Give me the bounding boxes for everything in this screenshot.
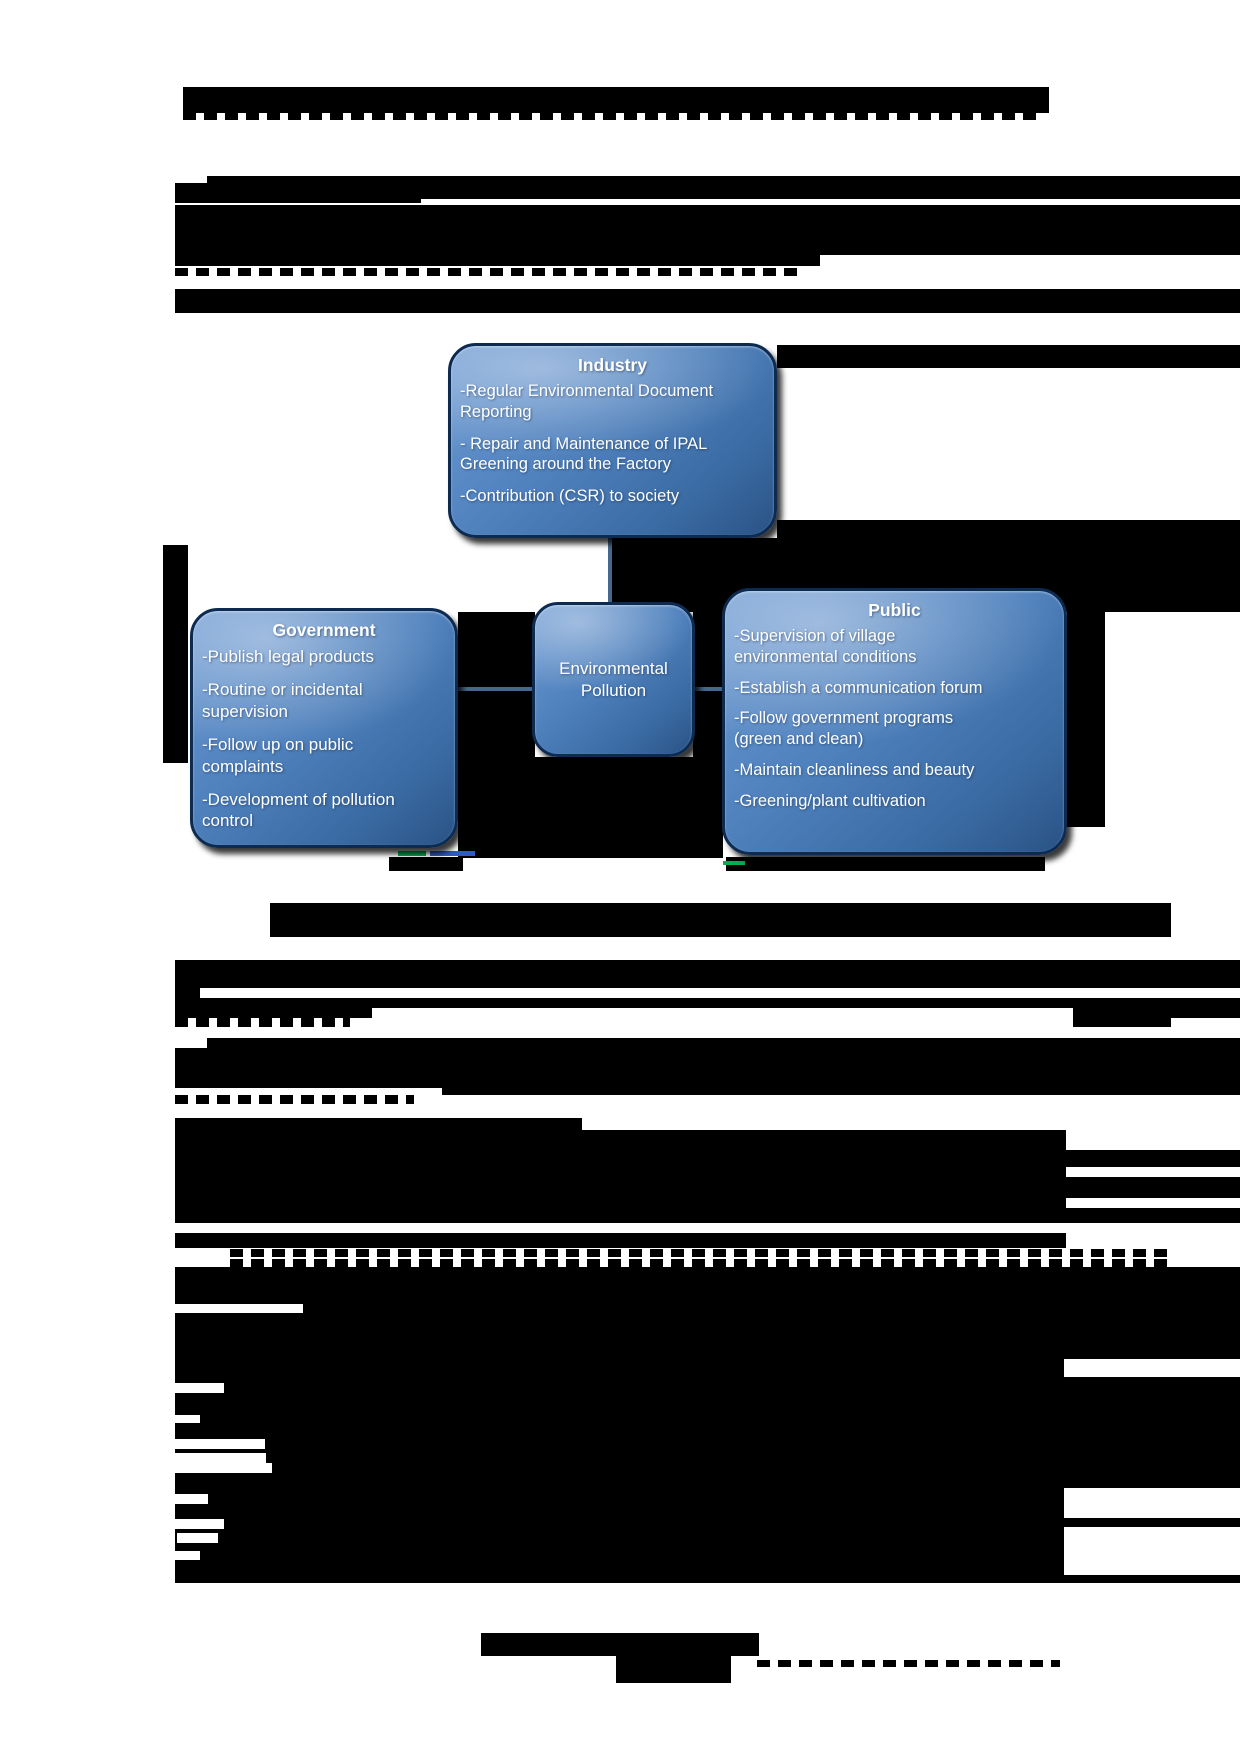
box-title: Public	[868, 600, 921, 620]
redaction-bar	[175, 1130, 1066, 1223]
center-box-line1: Environmental	[559, 659, 668, 679]
box-item-list: -Publish legal products -Routine or incid…	[202, 646, 446, 832]
redaction-bar	[175, 1453, 266, 1463]
box-item-list: -Regular Environmental Document Reportin…	[460, 381, 765, 507]
redaction-bar	[175, 1463, 272, 1473]
redaction-bar	[175, 1095, 414, 1104]
redaction-bar	[175, 1439, 265, 1449]
redaction-bar	[1064, 1359, 1240, 1377]
redaction-bar	[1064, 1527, 1240, 1575]
figure-box-public: Public -Supervision of village environme…	[722, 588, 1067, 855]
redaction-bar	[1066, 1177, 1240, 1198]
redaction-bar	[175, 255, 820, 266]
artifact-green-dash	[398, 851, 426, 856]
box-title: Government	[272, 620, 376, 640]
redaction-bar	[1073, 1018, 1171, 1027]
box-item-list: -Supervision of village environmental co…	[734, 626, 1055, 811]
redaction-bar	[175, 268, 800, 276]
redaction-bar	[175, 205, 1240, 255]
redaction-bar	[693, 588, 723, 858]
artifact-green-dash	[723, 861, 745, 865]
redaction-bar	[175, 1494, 208, 1504]
figure-box-environmental-pollution: Environmental Pollution	[532, 602, 695, 757]
redaction-bar	[726, 857, 1045, 871]
redaction-bar	[481, 1633, 759, 1656]
redaction-bar	[175, 1415, 200, 1423]
redaction-bar	[175, 1551, 200, 1560]
redaction-bar	[1066, 1150, 1240, 1167]
figure-box-government: Government -Publish legal products -Routi…	[190, 608, 458, 848]
box-item: -Contribution (CSR) to society	[460, 487, 680, 506]
connector-center-to-public	[694, 687, 724, 691]
redaction-bar	[175, 1048, 1240, 1088]
box-item: -Regular Environmental Document Reportin…	[460, 382, 714, 421]
figure-box-industry: Industry -Regular Environmental Document…	[448, 343, 777, 538]
redaction-bar	[442, 1088, 1240, 1095]
box-item: -Greening/plant cultivation	[734, 791, 926, 810]
box-title: Industry	[577, 355, 648, 375]
connector-government-to-center	[455, 687, 535, 691]
redaction-bar	[1073, 1008, 1240, 1018]
redaction-bar	[458, 757, 712, 858]
redaction-bar	[175, 1519, 224, 1529]
redaction-bar	[777, 345, 1240, 368]
redaction-bar	[183, 113, 1043, 120]
redaction-bar	[175, 960, 1240, 988]
redaction-bar	[175, 1383, 224, 1393]
redaction-bar	[207, 1038, 1240, 1048]
redaction-bar	[616, 1656, 731, 1683]
center-box-line2: Pollution	[580, 680, 647, 700]
redaction-bar	[175, 1008, 372, 1018]
connector-industry-to-center	[608, 536, 612, 606]
redaction-bar	[175, 183, 421, 203]
redaction-bar	[270, 903, 1171, 937]
box-item: -Maintain cleanliness and beauty	[734, 760, 975, 779]
redaction-bar	[207, 176, 1240, 199]
artifact-blue-dash	[430, 851, 475, 856]
redaction-bar	[230, 1259, 1171, 1267]
box-item: -Establish a communication forum	[734, 678, 983, 697]
redaction-bar	[175, 1018, 350, 1027]
redaction-bar	[1067, 612, 1105, 827]
box-item: -Follow government programs (green and c…	[734, 709, 954, 749]
redaction-bar	[757, 1660, 1060, 1667]
redaction-bar	[175, 1233, 1066, 1248]
box-item: -Development of pollution control	[202, 790, 395, 831]
box-item: -Supervision of village environmental co…	[734, 627, 917, 666]
redaction-bar	[183, 87, 1049, 113]
redaction-bar	[175, 988, 200, 998]
box-item: -Follow up on public complaints	[202, 735, 354, 776]
box-item: -Routine or incidental supervision	[202, 680, 363, 721]
redaction-bar	[458, 612, 535, 858]
box-item: - Repair and Maintenance of IPAL Greenin…	[460, 434, 708, 474]
redaction-bar	[175, 1304, 303, 1313]
redaction-bar	[1066, 1208, 1240, 1223]
redaction-bar	[175, 998, 1240, 1008]
redaction-bar	[175, 1118, 582, 1130]
redaction-bar	[175, 289, 1240, 313]
redaction-bar	[389, 857, 463, 871]
redaction-bar	[1064, 1488, 1240, 1518]
box-item: -Publish legal products	[202, 647, 374, 667]
redaction-bar	[230, 1249, 1171, 1257]
redaction-bar	[175, 1267, 1240, 1583]
redaction-bar	[177, 1533, 218, 1543]
redaction-bar	[163, 545, 188, 763]
